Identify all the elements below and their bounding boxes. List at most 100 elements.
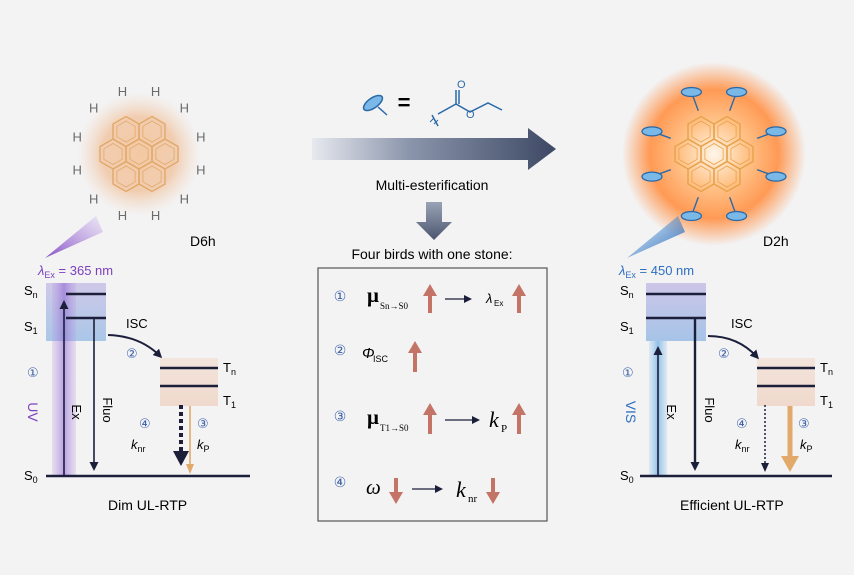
ester-group-icon: [641, 126, 663, 137]
benzene-inner-ring: [142, 165, 162, 188]
k-subscript: P: [501, 423, 507, 435]
benzene-inner-ring: [717, 120, 737, 143]
svg-text:④: ④: [736, 416, 748, 431]
k-symbol: k: [489, 407, 500, 432]
hydrogen-atom-label: H: [180, 101, 189, 116]
right-labels: Sn S1 S0 Tn T1 ISC ② ① ④ ③ VIS Ex Fluo k…: [620, 283, 833, 485]
ester-group-icon: [725, 86, 748, 98]
hydrogen-atom-label: H: [151, 208, 160, 223]
item-number: ④: [334, 474, 347, 490]
mu-subscript: T1→S0: [380, 423, 409, 433]
d6h-label: D6h: [190, 233, 216, 249]
multi-esterification-arrow: [312, 128, 556, 170]
mu-symbol: μ: [367, 405, 379, 429]
benzene-inner-ring: [155, 143, 175, 165]
benzene-inner-ring: [116, 120, 136, 143]
lambda-symbol: λ: [485, 291, 492, 306]
svg-text:S0: S0: [24, 468, 38, 485]
hydrogen-atom-label: H: [73, 163, 82, 178]
right-jablonski-diagram: [640, 283, 832, 478]
svg-text:③: ③: [197, 416, 209, 431]
svg-text:Ex: Ex: [664, 404, 679, 420]
summary-box: [317, 267, 548, 522]
mu-symbol: μ: [367, 283, 379, 307]
benzene-inner-ring: [103, 143, 123, 165]
ester-groups: [641, 86, 787, 222]
svg-text:S0: S0: [620, 468, 634, 485]
svg-text:knr: knr: [131, 437, 146, 454]
phi-subscript: ISC: [373, 354, 389, 364]
benzene-inner-ring: [116, 165, 136, 188]
svg-text:kP: kP: [197, 437, 210, 454]
hydrogen-atom-label: H: [118, 208, 127, 223]
svg-text:VIS: VIS: [623, 401, 639, 424]
summary-item-4: ④ ω k nr: [334, 474, 500, 505]
svg-text:T1: T1: [820, 393, 833, 410]
benzene-inner-ring: [691, 120, 711, 143]
ester-group-icon: [725, 210, 748, 222]
ester-bond: [692, 95, 699, 112]
down-arrow: [416, 202, 452, 240]
hydrogen-atom-label: H: [196, 129, 205, 144]
item-number: ②: [334, 342, 347, 358]
hydrogen-atom-label: H: [180, 191, 189, 206]
svg-text:Ex: Ex: [69, 404, 84, 420]
item-number: ①: [334, 288, 347, 304]
mu-subscript: Sn→S0: [380, 301, 409, 311]
lambda-subscript: Ex: [494, 299, 503, 308]
left-jablonski-diagram: [46, 283, 250, 478]
svg-text:S1: S1: [24, 319, 38, 336]
up-arrow-icon: [512, 284, 526, 313]
benzene-ring: [138, 115, 166, 148]
right-lambda: λEx = 450 nm: [618, 263, 694, 280]
ester-symbol-icon: [362, 94, 388, 116]
svg-text:④: ④: [139, 416, 151, 431]
hydrogen-atom-label: H: [151, 84, 160, 99]
ester-bond: [692, 196, 699, 213]
hydrogen-atom-label: H: [118, 84, 127, 99]
ethyl-ester-structure-icon: [429, 90, 503, 127]
vis-light-cone-icon: [627, 216, 685, 258]
down-arrow-icon: [486, 478, 500, 504]
hydrogen-atom-label: H: [89, 101, 98, 116]
k-subscript: nr: [468, 493, 478, 505]
center-panel: = O O Multi-esterification Four birds wi…: [312, 79, 556, 522]
benzene-inner-ring: [730, 143, 750, 165]
left-lambda: λEx = 365 nm: [37, 263, 113, 280]
dim-ul-rtp-caption: Dim UL-RTP: [108, 497, 187, 513]
svg-text:UV: UV: [25, 402, 41, 422]
four-birds-title: Four birds with one stone:: [351, 246, 512, 262]
svg-text:S1: S1: [620, 319, 634, 336]
summary-item-3: ③ μ T1→S0 k P: [334, 403, 526, 435]
hydrogen-atom-label: H: [196, 163, 205, 178]
svg-text:①: ①: [27, 365, 39, 380]
svg-text:Fluo: Fluo: [100, 397, 115, 422]
svg-text:Tn: Tn: [223, 360, 236, 377]
oxygen-label-2: O: [466, 109, 475, 121]
svg-text:ISC: ISC: [731, 316, 753, 331]
benzene-inner-ring: [129, 143, 149, 165]
benzene-inner-ring: [704, 143, 724, 165]
uv-light-cone-icon: [45, 216, 103, 258]
ester-group-icon: [680, 86, 703, 98]
omega-symbol: ω: [366, 475, 381, 499]
equals-sign: =: [398, 90, 411, 115]
hydrogen-atom-label: H: [89, 191, 98, 206]
benzene-inner-ring: [717, 165, 737, 188]
item-number: ③: [334, 408, 347, 424]
benzene-ring: [713, 115, 741, 148]
efficient-ul-rtp-caption: Efficient UL-RTP: [680, 497, 784, 513]
ester-bond: [729, 95, 736, 112]
svg-text:kP: kP: [800, 437, 813, 454]
svg-text:Sn: Sn: [620, 283, 634, 300]
isc-arrow: [707, 335, 760, 360]
svg-text:②: ②: [126, 346, 138, 361]
summary-item-2: ② Φ ISC: [334, 341, 422, 372]
benzene-inner-ring: [691, 165, 711, 188]
left-labels: Sn S1 S0 Tn T1 ISC ② ① ④ ③ UV Ex Fluo kn…: [24, 283, 236, 485]
singlet-band: [646, 283, 706, 341]
svg-text:②: ②: [718, 346, 730, 361]
up-arrow-icon: [408, 341, 422, 372]
isc-arrow: [107, 334, 163, 359]
